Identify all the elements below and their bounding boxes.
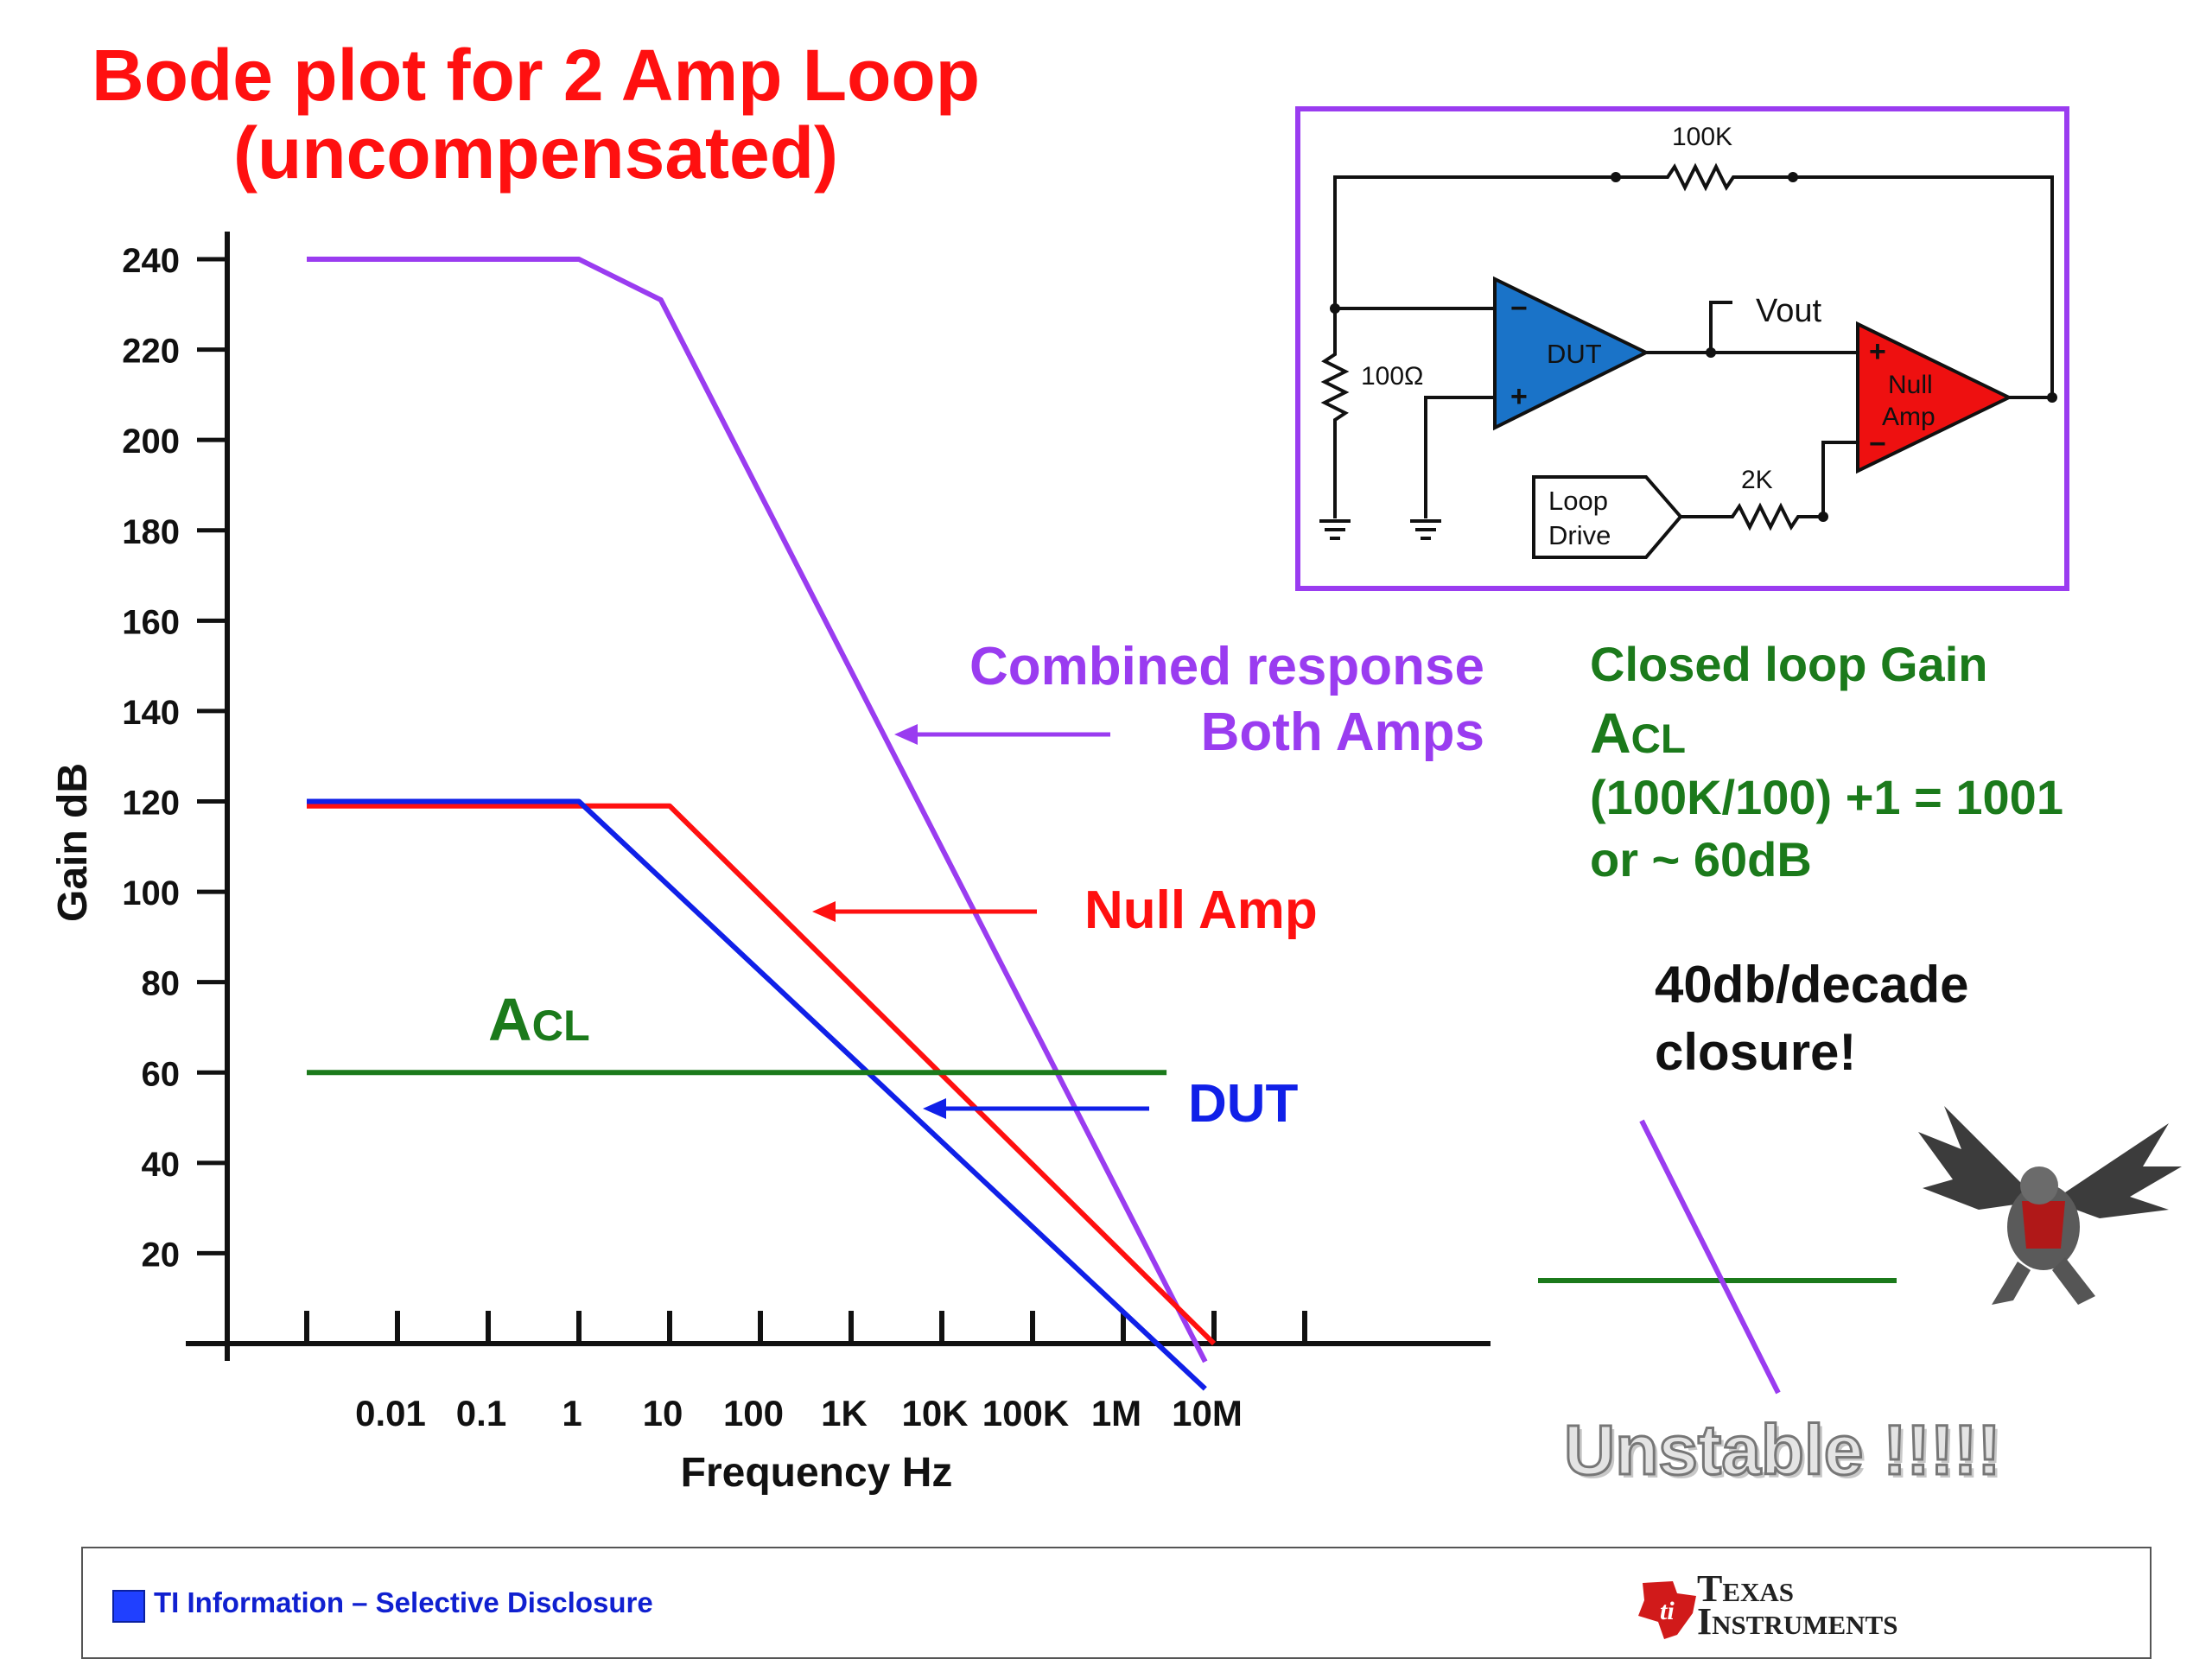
- resistor-100-ohm-label: 100Ω: [1361, 362, 1423, 391]
- slide-title: Bode plot for 2 Amp Loop: [91, 35, 981, 116]
- ti-wordmark-line2: Instruments: [1697, 1600, 1898, 1643]
- null-plus-sign: +: [1869, 335, 1886, 368]
- disclosure-text: TI Information – Selective Disclosure: [154, 1586, 653, 1618]
- decade-closure-line1: 40db/decade: [1655, 956, 1969, 1014]
- dut-arrow: [923, 1098, 1149, 1119]
- x-tick-label: 0.1: [456, 1393, 506, 1433]
- x-tick-label: 100: [723, 1393, 784, 1433]
- resistor-2k: [1681, 502, 1823, 531]
- null-op-amp: Null Amp + −: [1856, 321, 2013, 474]
- y-tick-label: 140: [122, 694, 180, 732]
- y-axis-label: Gain dB: [50, 763, 96, 922]
- y-tick-label: 80: [142, 965, 181, 1003]
- circuit-diagram: DUT − + Null Amp + − Loop Drive 100K 100…: [1295, 106, 2069, 591]
- circuit-nodes: [1330, 172, 2057, 522]
- both-amps-label: Both Amps: [1200, 702, 1484, 762]
- y-tick-label: 100: [122, 874, 180, 912]
- resistor-100k-label: 100K: [1672, 123, 1732, 151]
- acl-subscript: CL: [531, 1001, 590, 1050]
- vout-label: Vout: [1756, 293, 1822, 329]
- dut-label: DUT: [1188, 1074, 1299, 1134]
- dut-plus-sign: +: [1510, 380, 1528, 413]
- resistor-100k: [1616, 162, 2054, 399]
- texas-instruments-logo-icon: ti: [1638, 1581, 1696, 1639]
- ti-wordmark: Texas Instruments: [1697, 1567, 1898, 1643]
- y-tick-label: 120: [122, 785, 180, 823]
- chart-tick-labels: 20 40 60 80 100 120 140 160 180 200 220 240 0.01 0.1 1…: [122, 242, 1243, 1433]
- closed-loop-acl: ACL: [1590, 700, 1686, 766]
- annotation-arrows: [812, 724, 1149, 1119]
- svg-text:ti: ti: [1660, 1597, 1675, 1625]
- decade-closure-line2: closure!: [1655, 1023, 1857, 1081]
- null-amp-label-2: Amp: [1882, 403, 1936, 431]
- x-tick-label: 1: [562, 1393, 582, 1433]
- y-tick-label: 40: [142, 1146, 181, 1184]
- instability-sketch: [1538, 1119, 1897, 1395]
- slide-footer: TI Information – Selective Disclosure ti…: [81, 1547, 2152, 1659]
- x-tick-label: 10M: [1172, 1393, 1243, 1433]
- x-axis-label: Frequency Hz: [681, 1450, 953, 1496]
- series-line-combined-response-both-amps: [307, 257, 1208, 1363]
- combined-response-label: Combined response: [969, 637, 1484, 696]
- sketch-response-line: [1639, 1119, 1781, 1395]
- null-minus-sign: −: [1869, 428, 1886, 461]
- x-tick-label: 100K: [982, 1393, 1069, 1433]
- dut-op-amp: DUT − +: [1493, 276, 1650, 431]
- null-amp-label: Null Amp: [1084, 880, 1318, 940]
- slide-subtitle: (uncompensated): [232, 112, 839, 194]
- series-line-null-amp: [307, 803, 1217, 1346]
- loop-drive-source: Loop Drive: [1532, 475, 1683, 559]
- null-amp-arrow: [812, 901, 1037, 922]
- resistor-100-ohm: [1320, 308, 1350, 518]
- resistor-2k-label: 2K: [1741, 466, 1773, 494]
- closed-loop-db: or ~ 60dB: [1590, 832, 1812, 887]
- loop-drive-label-2: Drive: [1548, 520, 1611, 550]
- x-tick-label: 10: [643, 1393, 683, 1433]
- y-tick-label: 160: [122, 603, 180, 641]
- series-line-dut: [307, 798, 1207, 1391]
- x-tick-label: 10K: [901, 1393, 968, 1433]
- y-tick-label: 60: [142, 1055, 181, 1093]
- y-tick-label: 20: [142, 1236, 181, 1274]
- acl-line-label: ACL: [488, 985, 590, 1054]
- y-tick-label: 220: [122, 333, 180, 371]
- circuit-border: [1295, 106, 2069, 591]
- acl-a: A: [488, 986, 532, 1053]
- y-tick-label: 200: [122, 423, 180, 461]
- closed-loop-equation: (100K/100) +1 = 1001: [1590, 770, 2063, 824]
- closed-loop-acl-a: A: [1590, 701, 1631, 765]
- chart-series: [307, 257, 1217, 1391]
- closed-loop-gain-title: Closed loop Gain: [1590, 637, 1988, 691]
- null-amp-label-1: Null: [1888, 371, 1933, 399]
- flying-monkey-image: [1918, 1106, 2182, 1305]
- bode-plot: 20 40 60 80 100 120 140 160 180 200 220 240 0.01 0.1 1…: [50, 232, 1491, 1496]
- x-tick-label: 1M: [1091, 1393, 1141, 1433]
- dut-amp-label: DUT: [1547, 339, 1602, 369]
- combined-arrow: [894, 724, 1110, 745]
- y-tick-label: 180: [122, 513, 180, 551]
- x-tick-label: 1K: [821, 1393, 868, 1433]
- disclosure-square-icon: [112, 1590, 145, 1623]
- ti-wordmark-line1: Texas: [1697, 1567, 1795, 1610]
- x-tick-label: 0.01: [355, 1393, 426, 1433]
- dut-minus-sign: −: [1510, 292, 1528, 325]
- y-tick-label: 240: [122, 242, 180, 280]
- chart-axes: [186, 232, 1491, 1361]
- loop-drive-label-1: Loop: [1548, 486, 1608, 516]
- closed-loop-acl-sub: CL: [1630, 716, 1687, 762]
- unstable-label: Unstable !!!!!: [1563, 1410, 2003, 1491]
- circuit-wires: [1319, 162, 2054, 540]
